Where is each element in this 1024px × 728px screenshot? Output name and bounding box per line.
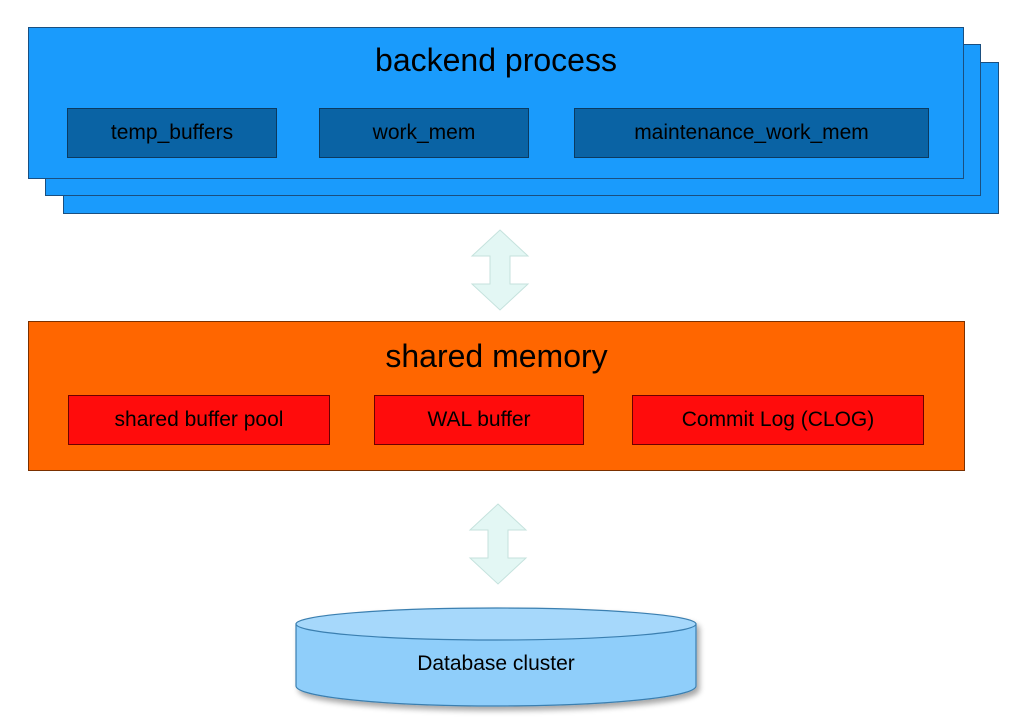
wal-buffer-box: WAL buffer bbox=[374, 395, 584, 445]
shared-memory-panel: shared memory shared buffer pool WAL buf… bbox=[28, 321, 965, 471]
backend-process-panel: backend process temp_buffers work_mem ma… bbox=[28, 27, 964, 179]
commit-log-box: Commit Log (CLOG) bbox=[632, 395, 924, 445]
backend-process-title: backend process bbox=[375, 42, 617, 78]
database-cluster-label: Database cluster bbox=[417, 652, 575, 675]
shared-memory-title: shared memory bbox=[385, 338, 608, 374]
database-cluster-cylinder-icon bbox=[295, 607, 697, 707]
work-mem-box: work_mem bbox=[319, 108, 529, 158]
temp-buffers-box: temp_buffers bbox=[67, 108, 277, 158]
maintenance-work-mem-box: maintenance_work_mem bbox=[574, 108, 929, 158]
double-arrow-icon-upper bbox=[470, 229, 530, 311]
double-arrow-icon-lower bbox=[468, 503, 528, 585]
shared-buffer-pool-box: shared buffer pool bbox=[68, 395, 330, 445]
